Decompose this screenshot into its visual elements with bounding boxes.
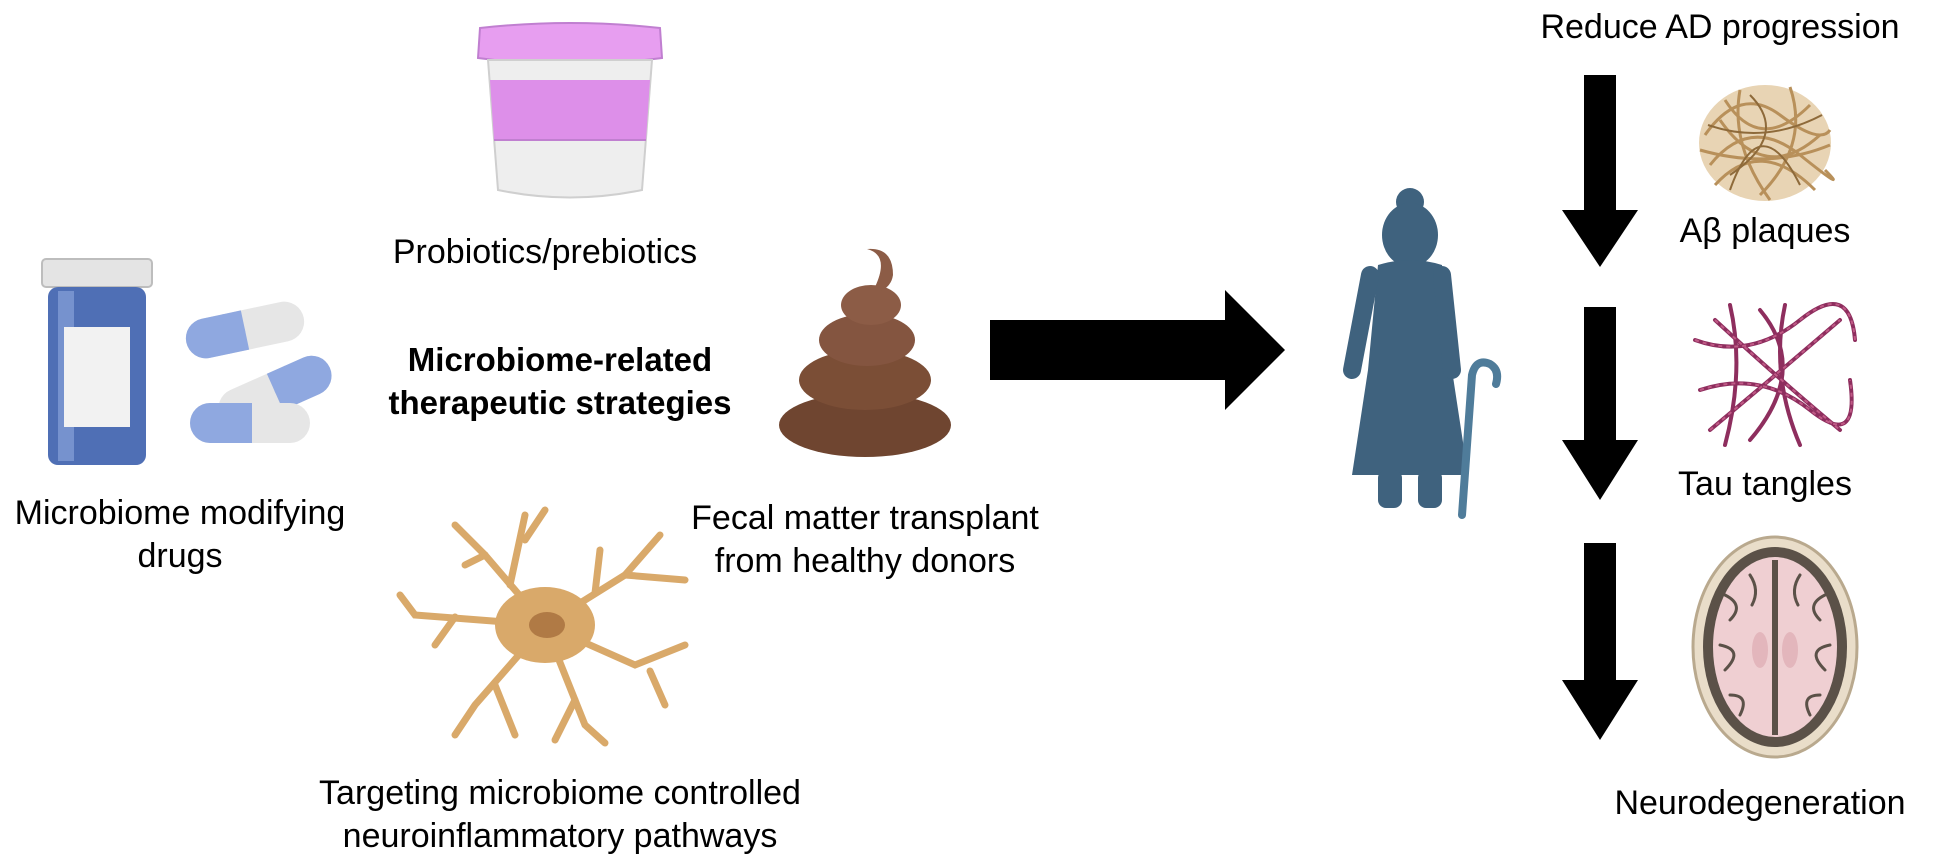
tau-tangle-icon [1693,302,1857,447]
drugs-label-line1: Microbiome modifying [14,494,346,532]
drugs-label: Microbiome modifying drugs [0,492,360,578]
center-title: Microbiome-related therapeutic strategie… [355,338,765,424]
arrow-icon [1562,307,1638,500]
center-title-line1: Microbiome-related [407,341,713,378]
outcome-title: Reduce AD progression [1540,8,1900,46]
amyloid-plaque-icon [1699,85,1835,201]
drugs-label-line2: drugs [137,537,223,575]
neuroinflammatory-label-line2: neuroinflammatory pathways [342,817,778,855]
neuroinflammatory-label: Targeting microbiome controlled neuroinf… [290,772,830,858]
elderly-person-with-cane-icon [1343,188,1502,519]
probiotics-label: Probiotics/prebiotics [392,233,698,271]
atrophic-brain-icon [1691,535,1859,759]
stool-icon [779,248,951,457]
pill-bottle-capsules-icon [41,258,332,465]
neuroinflammatory-label-line1: Targeting microbiome controlled [319,774,801,812]
arrow-icon [1562,543,1638,740]
fmt-label: Fecal matter transplant from healthy don… [665,497,1065,583]
yogurt-cup-icon [476,22,664,199]
fmt-label-line1: Fecal matter transplant [691,499,1039,537]
fmt-label-line2: from healthy donors [714,542,1016,580]
neurodegeneration-label: Neurodegeneration [1614,784,1906,822]
center-title-line2: therapeutic strategies [388,384,732,421]
microglia-cell-icon [396,506,689,747]
arrow-icon [1562,75,1638,267]
arrow-icon [990,290,1285,410]
plaques-label: Aβ plaques [1679,212,1851,250]
tau-label: Tau tangles [1678,465,1852,503]
